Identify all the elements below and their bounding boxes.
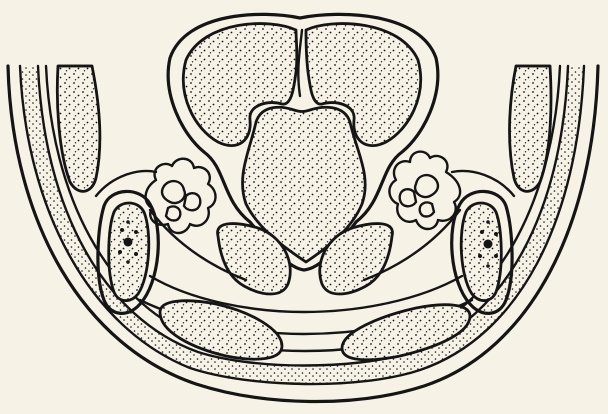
right-lateral-lobe	[510, 66, 551, 191]
central-organ-midline-cleft	[298, 30, 302, 96]
right-lateral-oval-inner	[461, 203, 501, 301]
right-glandular-cluster	[389, 152, 460, 229]
left-lateral-oval-inner	[109, 203, 149, 301]
